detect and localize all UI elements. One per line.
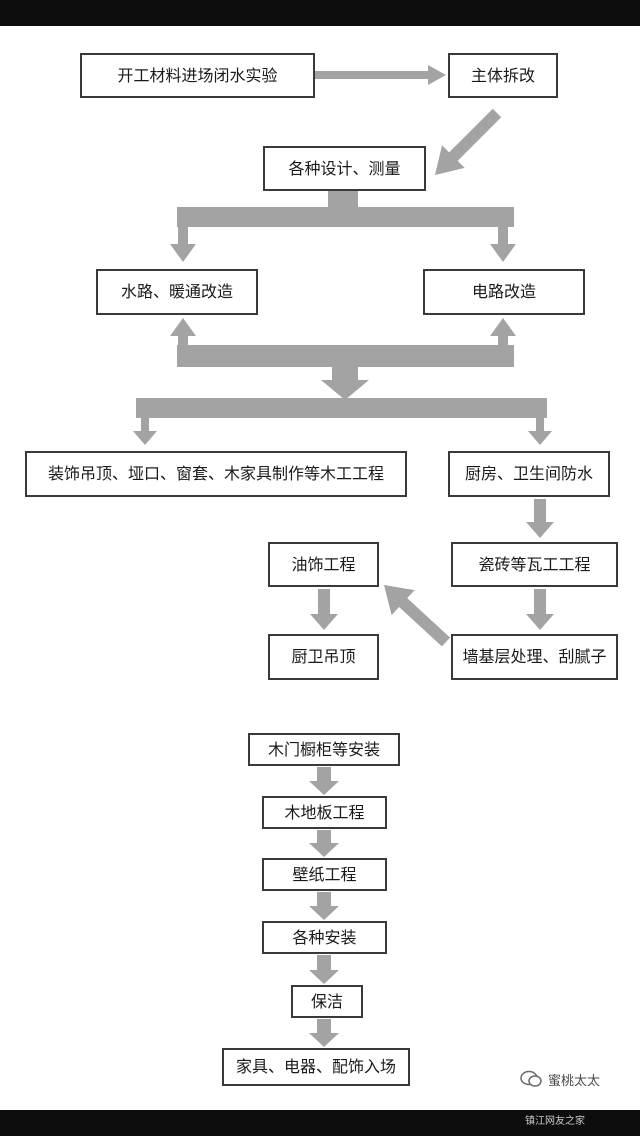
connector-split-bar-1 (177, 207, 514, 227)
connector-design-stem (328, 191, 358, 209)
watermark-site: 镇江网友之家 (525, 1116, 585, 1127)
top-black-bar (0, 0, 640, 26)
step-start: 开工材料进场闭水实验 (80, 53, 315, 98)
arrow-to-carpentry (133, 414, 157, 445)
step-tiling: 瓷砖等瓦工工程 (451, 542, 618, 587)
chat-bubble-icon (520, 1070, 542, 1087)
connector-merge-bar (177, 345, 514, 367)
arrow-to-water-hvac (170, 222, 196, 262)
step-demolition: 主体拆改 (448, 53, 558, 98)
bottom-black-bar (0, 1110, 640, 1136)
watermark-account: 蜜桃太太 (548, 1073, 601, 1089)
arrow-merge-down (321, 363, 369, 400)
step-move-in: 家具、电器、配饰入场 (222, 1048, 410, 1086)
step-wall-base: 墙基层处理、刮腻子 (451, 634, 618, 680)
arrow-to-waterproof (528, 414, 552, 445)
arrow-wallpaper-to-install (309, 892, 339, 920)
step-carpentry: 装饰吊顶、垭口、窗套、木家具制作等木工工程 (25, 451, 407, 497)
arrow-painting-to-ceiling (310, 589, 338, 630)
watermark: 蜜桃太太 (520, 1066, 600, 1092)
step-waterproof: 厨房、卫生间防水 (448, 451, 610, 497)
arrow-demolition-to-design (435, 108, 502, 175)
arrow-flooring-to-wallpaper (309, 830, 339, 857)
arrow-waterproof-to-tiling (526, 499, 554, 538)
step-flooring: 木地板工程 (262, 796, 387, 829)
step-cleaning: 保洁 (291, 985, 363, 1018)
arrow-wall-base-to-painting (384, 585, 451, 647)
arrow-cleaning-to-move-in (309, 1019, 339, 1047)
arrow-from-water-hvac (170, 318, 196, 365)
step-water-hvac: 水路、暖通改造 (96, 269, 258, 315)
step-ceiling: 厨卫吊顶 (268, 634, 379, 680)
arrow-start-to-demolition (315, 65, 446, 85)
arrow-doors-to-flooring (309, 767, 339, 795)
step-design: 各种设计、测量 (263, 146, 426, 191)
arrow-to-electrical (490, 222, 516, 262)
step-wallpaper: 壁纸工程 (262, 858, 387, 891)
arrow-tiling-to-wall-base (526, 589, 554, 630)
step-install: 各种安装 (262, 921, 387, 954)
step-electrical: 电路改造 (423, 269, 585, 315)
connector-split-bar-2 (136, 398, 547, 418)
step-painting: 油饰工程 (268, 542, 379, 587)
arrow-install-to-cleaning (309, 955, 339, 984)
step-doors: 木门橱柜等安装 (248, 733, 400, 766)
arrow-from-electrical (490, 318, 516, 365)
